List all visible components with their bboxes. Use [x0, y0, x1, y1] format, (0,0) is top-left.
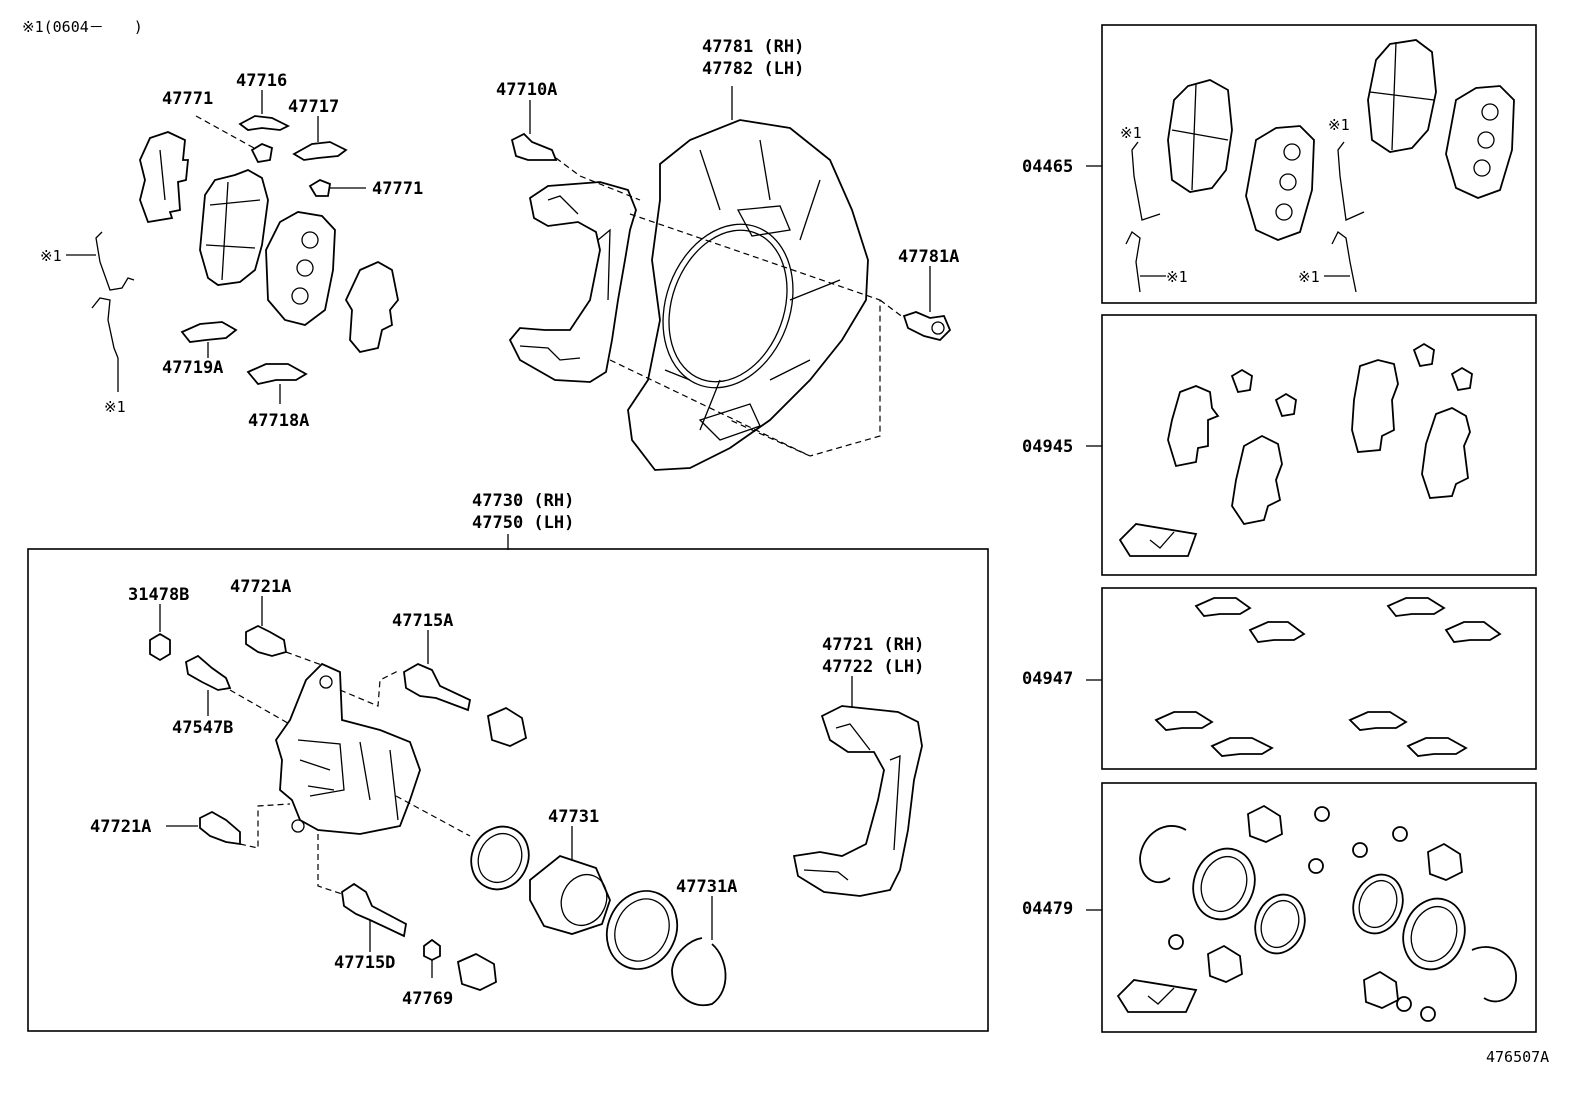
piston-seal[interactable]: [461, 817, 539, 899]
bleeder-plug-47547b[interactable]: [185, 654, 232, 691]
label-47715a: 47715A: [392, 611, 453, 631]
kit-code-04947: 04947: [1022, 669, 1073, 689]
inner-brake-pad[interactable]: [265, 211, 336, 326]
bolt-47721a-left[interactable]: [199, 810, 241, 846]
inner-anti-squeal-shim[interactable]: [344, 260, 399, 353]
kit-04465-contents: [1125, 39, 1515, 293]
clip-47717[interactable]: [292, 141, 348, 161]
label-47717: 47717: [288, 97, 339, 117]
pin-boot-lower[interactable]: [456, 952, 497, 991]
bushing-47769[interactable]: [423, 938, 441, 962]
label-47769: 47769: [402, 989, 453, 1009]
label-47547b: 47547B: [172, 718, 233, 738]
pin-boot-upper[interactable]: [486, 706, 528, 747]
outer-brake-pad[interactable]: [199, 169, 269, 286]
bleeder-cap-31478b[interactable]: [149, 632, 171, 662]
bolt-47721a-top[interactable]: [245, 624, 288, 657]
kit-04465-marker-3: ※1: [1328, 116, 1350, 134]
wear-indicator-upper: [95, 231, 135, 291]
clip-47716[interactable]: [238, 115, 291, 131]
label-47730-rh: 47730 (RH): [472, 491, 574, 511]
label-47781a: 47781A: [898, 247, 959, 267]
label-47771-a: 47771: [162, 89, 213, 109]
caliper-mounting-bracket[interactable]: [508, 181, 637, 383]
label-47782-lh: 47782 (LH): [702, 59, 804, 79]
label-47721a-left: 47721A: [90, 817, 151, 837]
kit-04465-marker-1: ※1: [1120, 124, 1142, 142]
kit-code-04945: 04945: [1022, 437, 1073, 457]
slide-pin-47715a[interactable]: [403, 662, 472, 712]
kit-box-04947: [1101, 587, 1537, 770]
dust-cover-group: [508, 86, 952, 471]
clip-47771-right[interactable]: [308, 178, 332, 197]
kit-code-04465: 04465: [1022, 157, 1073, 177]
kit-04945-contents: [1118, 342, 1473, 557]
label-47719a: 47719A: [162, 358, 223, 378]
kit-04465-marker-2: ※1: [1166, 268, 1188, 286]
kit-04465-marker-4: ※1: [1298, 268, 1320, 286]
marker-wear-lower: ※1: [104, 398, 126, 416]
slide-pin-47715d[interactable]: [341, 882, 407, 938]
label-47781-rh: 47781 (RH): [702, 37, 804, 57]
label-47718a: 47718A: [248, 411, 309, 431]
label-47722-lh: 47722 (LH): [822, 657, 924, 677]
cylinder-body[interactable]: [275, 662, 421, 835]
pad-shim-group: [66, 90, 399, 404]
label-47731: 47731: [548, 807, 599, 827]
label-47715d: 47715D: [334, 953, 395, 973]
label-47710a: 47710A: [496, 80, 557, 100]
label-47721-rh: 47721 (RH): [822, 635, 924, 655]
wear-indicator-lower: [91, 297, 119, 359]
label-47731a: 47731A: [676, 877, 737, 897]
bolt-47781a[interactable]: [902, 311, 952, 341]
kit-04947-contents: [1154, 597, 1502, 757]
kit-box-04465: [1101, 24, 1537, 304]
kit-box-04945: [1101, 314, 1537, 576]
label-47721a-top: 47721A: [230, 577, 291, 597]
kit-code-04479: 04479: [1022, 899, 1073, 919]
caliper-parts: [149, 596, 923, 1007]
label-47771-b: 47771: [372, 179, 423, 199]
label-31478b: 31478B: [128, 585, 189, 605]
caliper-assembly-box: [27, 548, 989, 1032]
clip-47771-left[interactable]: [250, 142, 274, 163]
set-ring-47731a[interactable]: [671, 937, 727, 1007]
outer-anti-squeal-shim[interactable]: [139, 131, 189, 224]
bolt-47710a[interactable]: [510, 132, 558, 161]
label-47750-lh: 47750 (LH): [472, 513, 574, 533]
kit-box-04479: [1101, 782, 1537, 1033]
caliper-bracket-47721-47722[interactable]: [792, 705, 923, 897]
label-47716: 47716: [236, 71, 287, 91]
marker-wear-upper: ※1: [40, 247, 62, 265]
production-date-note: ※1(0604－ ): [22, 18, 143, 36]
clip-47719a[interactable]: [180, 321, 238, 343]
clip-47718a[interactable]: [246, 363, 308, 385]
figure-id: 476507A: [1486, 1048, 1549, 1066]
kit-04479-contents: [1116, 804, 1517, 1022]
disc-brake-dust-cover[interactable]: [627, 119, 869, 471]
